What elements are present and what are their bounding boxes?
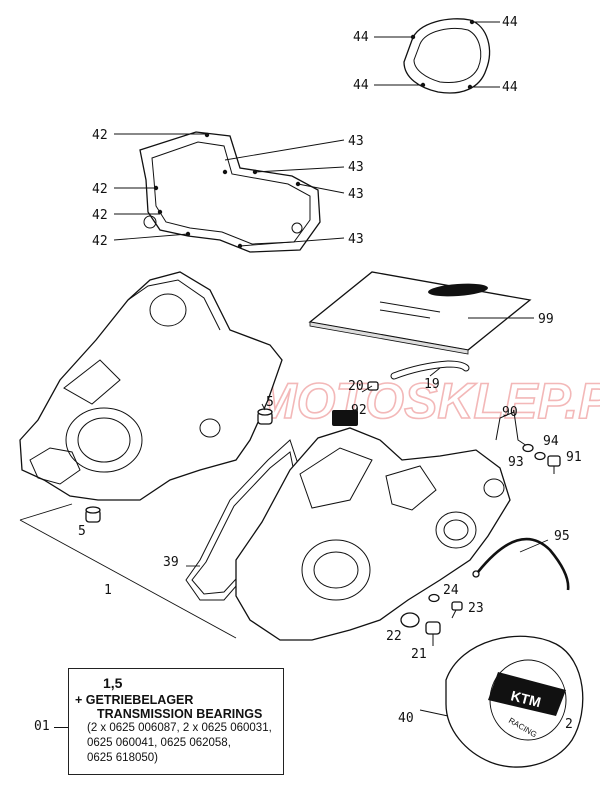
callout-42-b: 42	[92, 182, 108, 197]
callout-42-a: 42	[92, 128, 108, 143]
callout-94: 94	[543, 434, 559, 449]
callout-93: 93	[508, 455, 524, 470]
right-crankcase-half	[235, 427, 511, 641]
callout-42-c: 42	[92, 208, 108, 223]
bolt-91	[547, 455, 561, 474]
note-box-label: 01	[34, 719, 50, 734]
callout-24: 24	[443, 583, 459, 598]
callout-44-b: 44	[502, 15, 518, 30]
callout-22: 22	[386, 629, 402, 644]
callout-21: 21	[411, 647, 427, 662]
clutch-cover-gasket	[403, 18, 491, 94]
bearings-note-box: 1,5 + GETRIEBELAGER TRANSMISSION BEARING…	[68, 668, 284, 775]
callout-39: 39	[163, 555, 179, 570]
bushing-lower	[85, 506, 101, 523]
callout-44-d: 44	[502, 80, 518, 95]
callout-92: 92	[351, 403, 367, 418]
callout-40: 40	[398, 711, 414, 726]
note-line-parts: 1,5	[103, 675, 123, 691]
note-line-part-numbers-3: 0625 618050)	[87, 752, 158, 764]
plug-21	[425, 621, 441, 646]
washer-93	[522, 443, 534, 453]
bracket-90	[495, 411, 531, 449]
callout-95: 95	[554, 529, 570, 544]
ktm-logo-text: KTM	[509, 687, 542, 710]
callout-labels: 44 44 44 44 42 43 43 42 43 42 42 43 99 2…	[78, 15, 582, 732]
callout-44-c: 44	[353, 78, 369, 93]
crankcase-gasket	[139, 131, 321, 253]
callout-1: 1	[104, 583, 112, 598]
note-line-part-numbers-2: 0625 060041, 0625 062058,	[87, 737, 231, 749]
pad-92	[332, 410, 358, 426]
washer-24	[428, 593, 440, 603]
cable-95	[472, 537, 570, 591]
note-box-leader	[54, 727, 68, 728]
note-line-english: TRANSMISSION BEARINGS	[97, 707, 263, 721]
left-crankcase-half	[19, 271, 283, 501]
watermark-text: MOTOSKLEP.PL	[255, 373, 600, 429]
washer-94	[534, 451, 546, 461]
note-line-german: + GETRIEBELAGER	[75, 693, 194, 707]
hose-19	[390, 360, 470, 380]
callout-23: 23	[468, 601, 484, 616]
leader-lines	[113, 21, 549, 717]
note-line-part-numbers-1: (2 x 0625 006087, 2 x 0625 060031,	[87, 722, 272, 734]
callout-44-a: 44	[353, 30, 369, 45]
callout-5-lower: 5	[78, 524, 86, 539]
callout-2: 2	[565, 717, 573, 732]
callout-43-d: 43	[348, 232, 364, 247]
washer-22	[400, 612, 420, 628]
screw-20	[361, 381, 379, 393]
callout-42-d: 42	[92, 234, 108, 249]
callout-90: 90	[502, 405, 518, 420]
clutch-cover: KTM RACING	[445, 635, 584, 768]
callout-99: 99	[538, 312, 554, 327]
callout-19: 19	[424, 377, 440, 392]
callout-43-b: 43	[348, 160, 364, 175]
screw-23	[451, 601, 463, 619]
callout-43-a: 43	[348, 134, 364, 149]
callout-5-upper: 5	[266, 395, 274, 410]
callout-43-c: 43	[348, 187, 364, 202]
callout-91: 91	[566, 450, 582, 465]
parts-card	[308, 271, 532, 355]
callout-20: 20	[348, 379, 364, 394]
bushing-upper	[257, 408, 273, 425]
